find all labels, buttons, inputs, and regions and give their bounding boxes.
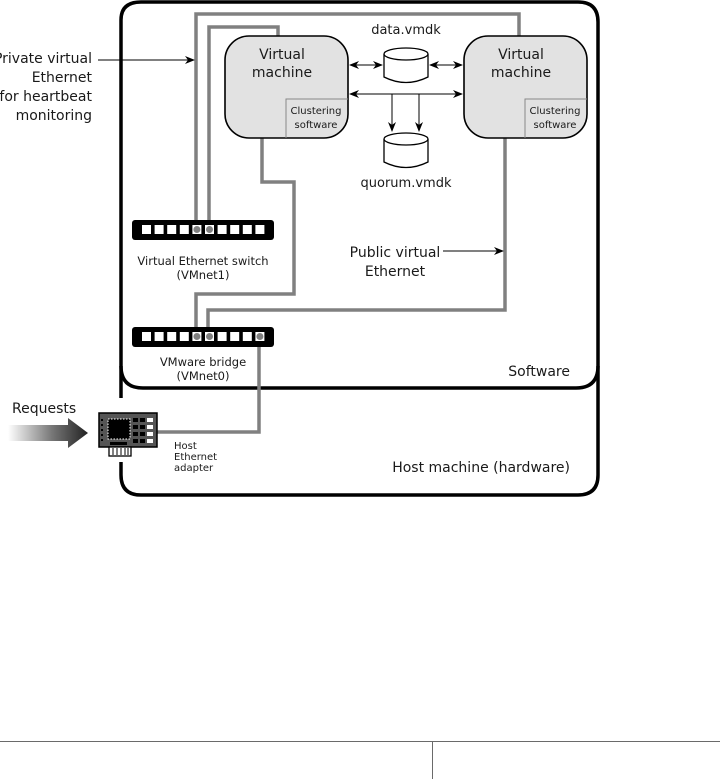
vm1-clustering-line1: Clustering [291, 106, 342, 117]
vm2-clustering-line2: software [534, 120, 577, 131]
private-label-line1: Private virtual [0, 51, 92, 67]
virtual-machine-2[interactable]: Virtual machine Clustering software [464, 36, 587, 138]
sw1-port-4[interactable] [180, 225, 189, 234]
public-label-line2: Ethernet [365, 264, 426, 280]
adapter-label-line2: Ethernet [174, 452, 217, 463]
host-ethernet-adapter-icon[interactable] [99, 413, 157, 456]
public-ethernet-annotation: Public virtual Ethernet [350, 245, 503, 280]
sw2-port-2[interactable] [155, 332, 164, 341]
footer-divider [432, 742, 433, 779]
private-label-line4: monitoring [16, 108, 92, 124]
public-label-line1: Public virtual [350, 245, 441, 261]
sw2-port-4[interactable] [180, 332, 189, 341]
vmnet1-label-line1: Virtual Ethernet switch [137, 254, 268, 268]
sw1-port-7[interactable] [218, 225, 227, 234]
sw2-port-9[interactable] [243, 332, 252, 341]
software-label: Software [508, 364, 570, 380]
vmnet1-label-line2: (VMnet1) [177, 268, 230, 282]
vmware-bridge-vmnet0[interactable] [132, 327, 274, 347]
quorum-vmdk-disk[interactable]: quorum.vmdk [361, 133, 452, 191]
vm1-clustering-line2: software [295, 120, 338, 131]
sw1-port-5-link-dot [193, 226, 200, 233]
requests-arrow-icon [8, 418, 88, 448]
vmnet0-label-line2: (VMnet0) [177, 369, 230, 383]
sw2-port-1[interactable] [142, 332, 151, 341]
virtual-ethernet-switch-vmnet1[interactable] [132, 220, 274, 240]
private-label-line3: for heartbeat [0, 89, 92, 105]
sw1-port-8[interactable] [230, 225, 239, 234]
private-label-line2: Ethernet [32, 70, 93, 86]
sw1-port-6-link-dot [206, 226, 213, 233]
vm2-title-line2: machine [491, 65, 551, 81]
footer-rule [0, 741, 720, 742]
vm2-title-line1: Virtual [498, 47, 544, 63]
sw2-port-3[interactable] [167, 332, 176, 341]
sw1-port-10[interactable] [255, 225, 264, 234]
sw2-port-10-link-dot [256, 333, 263, 340]
sw1-port-3[interactable] [167, 225, 176, 234]
sw1-port-9[interactable] [243, 225, 252, 234]
virtual-machine-1[interactable]: Virtual machine Clustering software [225, 36, 348, 138]
sw2-port-5-link-dot [193, 333, 200, 340]
adapter-label-line3: adapter [174, 463, 214, 474]
requests-label: Requests [12, 401, 76, 417]
vm1-title-line1: Virtual [259, 47, 305, 63]
private-ethernet-annotation: Private virtual Ethernet for heartbeat m… [0, 51, 194, 124]
requests-arrow: Requests [8, 401, 88, 448]
vm1-title-line2: machine [252, 65, 312, 81]
bridge-to-adapter-wire [155, 337, 259, 432]
sw1-port-1[interactable] [142, 225, 151, 234]
sw2-port-8[interactable] [230, 332, 239, 341]
data-vmdk-disk[interactable]: data.vmdk [371, 23, 441, 83]
sw1-port-2[interactable] [155, 225, 164, 234]
adapter-label-line1: Host [174, 441, 197, 452]
sw2-port-7[interactable] [218, 332, 227, 341]
vmnet0-label-line1: VMware bridge [160, 355, 246, 369]
sw2-port-6-link-dot [206, 333, 213, 340]
data-vmdk-label: data.vmdk [371, 23, 441, 38]
vm2-clustering-line1: Clustering [530, 106, 581, 117]
host-machine-label: Host machine (hardware) [392, 460, 570, 476]
quorum-vmdk-label: quorum.vmdk [361, 176, 452, 191]
